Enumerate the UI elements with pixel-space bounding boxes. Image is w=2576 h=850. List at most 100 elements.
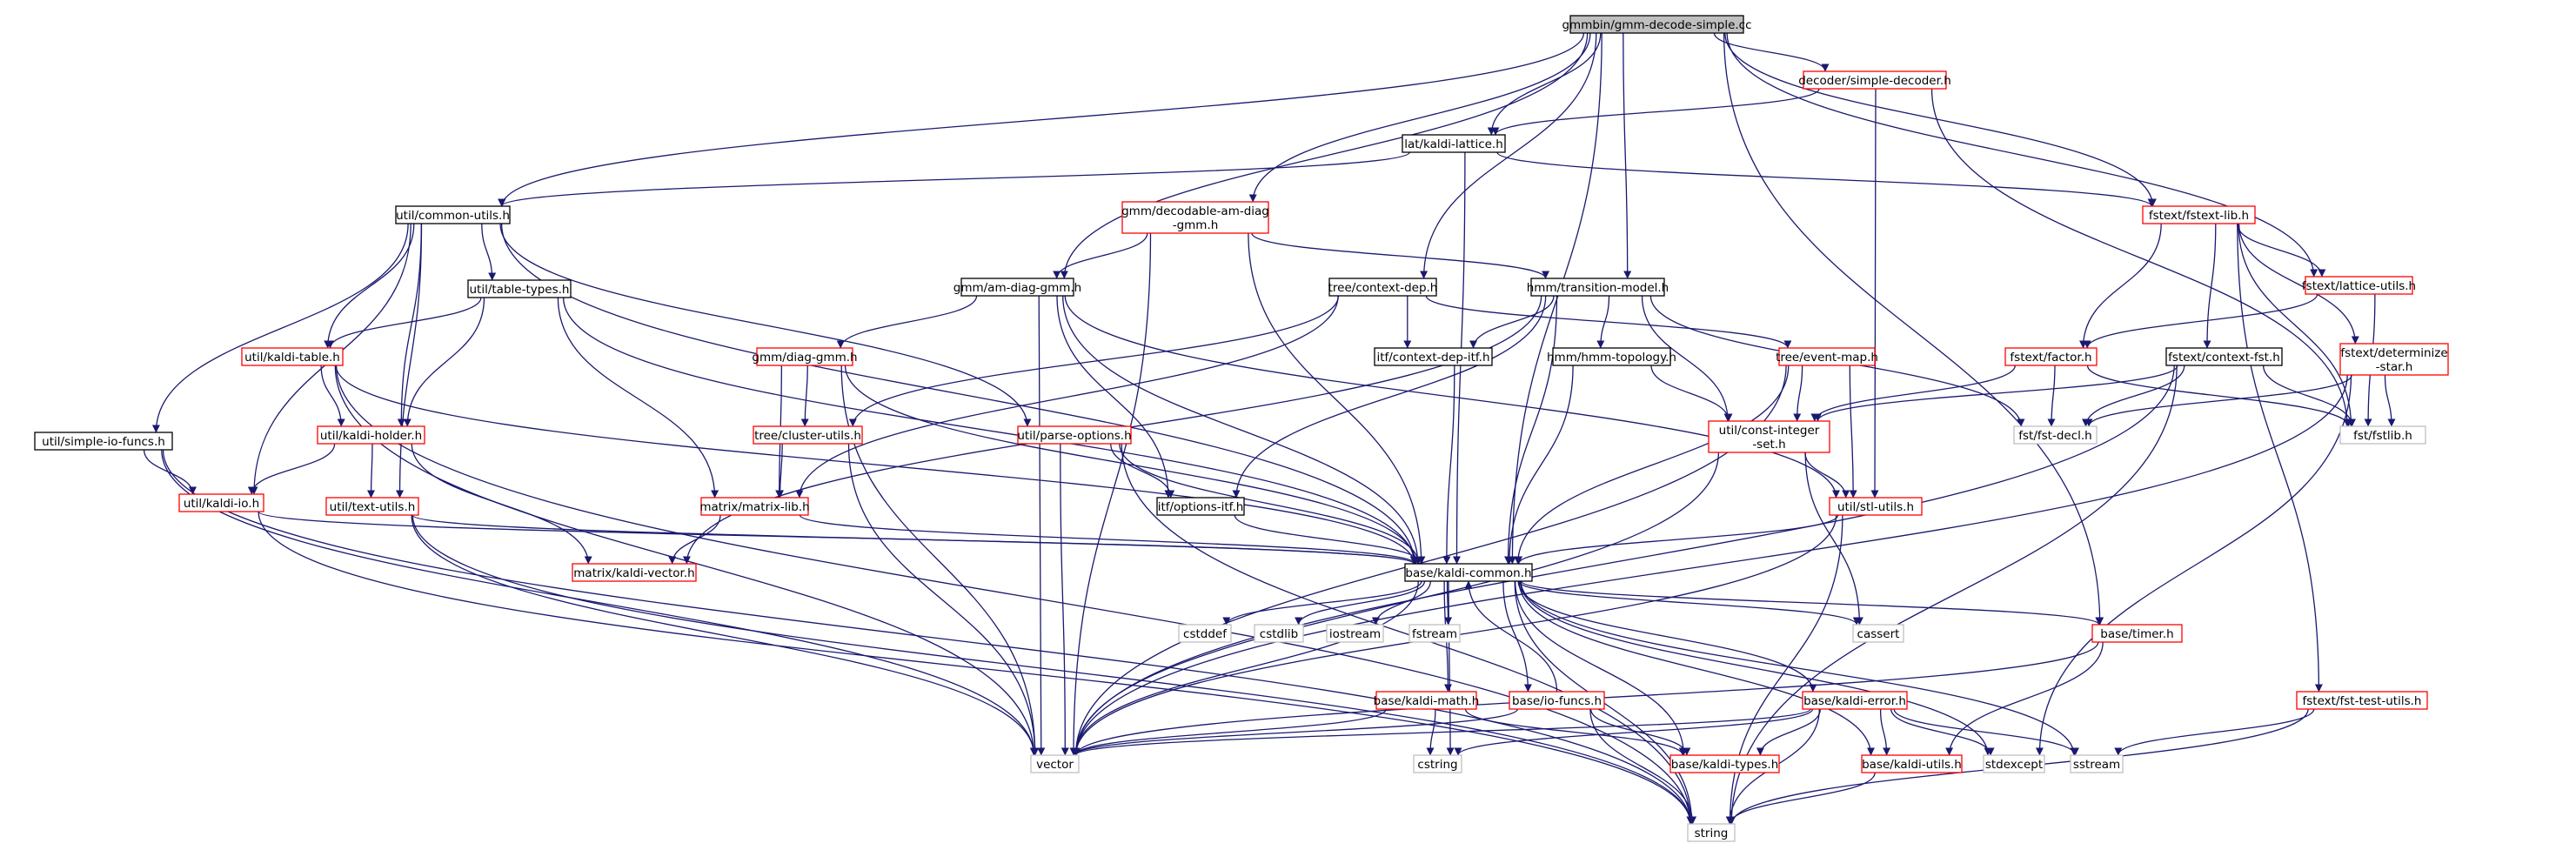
node-box-kaldiutils xyxy=(1861,754,1963,773)
node-simpledec[interactable]: decoder/simple-decoder.h xyxy=(1798,70,1951,90)
edge-amdiag-to-kaldicommon xyxy=(1062,295,1422,565)
node-box-cassert xyxy=(1852,624,1904,643)
node-box-simpleio xyxy=(34,432,173,451)
edge-diaggmm-to-vector xyxy=(840,365,1040,756)
node-eventmap[interactable]: tree/event-map.h xyxy=(1776,347,1878,366)
node-fstdecl: fst/fst-decl.h xyxy=(2013,425,2098,445)
node-label-factor: fstext/factor.h xyxy=(2010,351,2091,365)
node-label-lattice: lat/kaldi-lattice.h xyxy=(1404,137,1503,151)
node-label-fstlib: fst/fstlib.h xyxy=(2353,429,2412,443)
node-commonutils[interactable]: util/common-utils.h xyxy=(395,205,511,224)
edge-kaldiholder-to-kaldivector xyxy=(411,443,592,565)
edge-diaggmm-to-kaldicommon xyxy=(844,365,1420,565)
node-label-ctxdep: tree/context-dep.h xyxy=(1328,281,1438,295)
node-box-kaldiio xyxy=(178,493,264,512)
node-transmodel[interactable]: hmm/transition-model.h xyxy=(1527,278,1669,297)
node-sstream: sstream xyxy=(2070,754,2124,773)
node-label-cstdlib: cstdlib xyxy=(1260,627,1298,641)
node-lattice[interactable]: lat/kaldi-lattice.h xyxy=(1402,134,1506,153)
node-box-clusterutils xyxy=(753,425,863,445)
edge-kalditable-to-kaldiholder xyxy=(320,365,345,427)
node-label-kaldicommon: base/kaldi-common.h xyxy=(1405,566,1531,580)
edge-simpledec-to-lattice xyxy=(1491,88,1820,136)
edge-root-to-commonutils xyxy=(498,32,1585,207)
node-determinize[interactable]: fstext/determinize-star.h xyxy=(2339,343,2449,376)
node-box-constint xyxy=(1708,420,1830,453)
node-ctxfst[interactable]: fstext/context-fst.h xyxy=(2165,347,2283,366)
node-kaldicommon[interactable]: base/kaldi-common.h xyxy=(1404,563,1533,582)
node-fstextlib[interactable]: fstext/fstext-lib.h xyxy=(2142,205,2256,224)
node-amdiag[interactable]: gmm/am-diag-gmm.h xyxy=(953,278,1081,297)
node-box-stlutils xyxy=(1829,497,1923,516)
node-tabletypes[interactable]: util/table-types.h xyxy=(467,279,572,298)
node-hmmtopo[interactable]: hmm/hmm-topology.h xyxy=(1547,347,1676,366)
node-box-cstddef xyxy=(1178,624,1232,643)
node-decodable[interactable]: gmm/decodable-am-diag-gmm.h xyxy=(1121,201,1269,234)
node-box-optionsitf xyxy=(1156,497,1245,516)
node-box-determinize xyxy=(2339,343,2449,376)
node-stlutils[interactable]: util/stl-utils.h xyxy=(1829,497,1923,516)
node-matrixlib[interactable]: matrix/matrix-lib.h xyxy=(699,497,810,516)
edge-kaldicommon-to-stdexcept xyxy=(1519,580,1992,756)
node-iostream: iostream xyxy=(1326,624,1384,643)
node-fsttestutils[interactable]: fstext/fst-test-utils.h xyxy=(2296,691,2428,710)
edge-kaldicommon-to-kalditypes xyxy=(1515,580,1688,756)
node-ctxdep[interactable]: tree/context-dep.h xyxy=(1328,278,1438,297)
edge-constint-to-vector xyxy=(1072,452,1720,756)
node-box-timer xyxy=(2091,624,2183,643)
node-kaldiutils[interactable]: base/kaldi-utils.h xyxy=(1861,754,1963,773)
edge-parseopts-to-optionsitf xyxy=(1110,443,1175,499)
node-box-factor xyxy=(2004,347,2098,366)
node-kaldiio[interactable]: util/kaldi-io.h xyxy=(178,493,264,512)
node-latutils[interactable]: fstext/lattice-utils.h xyxy=(2302,276,2416,295)
node-label-hmmtopo: hmm/hmm-topology.h xyxy=(1547,351,1676,365)
edge-kaldicommon-to-vector xyxy=(1071,580,1419,756)
node-label-textutils: util/text-utils.h xyxy=(330,500,416,514)
node-kalditypes[interactable]: base/kaldi-types.h xyxy=(1669,754,1780,773)
edge-ctxdepitf-to-kaldicommon xyxy=(1442,365,1455,565)
node-box-kaldicommon xyxy=(1404,563,1533,582)
node-diaggmm[interactable]: gmm/diag-gmm.h xyxy=(752,347,858,366)
node-kaldiholder[interactable]: util/kaldi-holder.h xyxy=(317,425,425,445)
edge-kaldiholder-to-kaldiio xyxy=(247,443,336,495)
node-optionsitf[interactable]: itf/options-itf.h xyxy=(1156,497,1245,516)
edge-parseopts-to-vector xyxy=(1060,443,1069,756)
edge-root-to-fstextlib xyxy=(1724,32,2157,207)
node-box-diaggmm xyxy=(756,347,853,366)
node-factor[interactable]: fstext/factor.h xyxy=(2004,347,2098,366)
edge-diaggmm-to-clusterutils xyxy=(800,365,809,427)
node-clusterutils[interactable]: tree/cluster-utils.h xyxy=(753,425,863,445)
edge-kaldierror-to-sstream xyxy=(1893,708,2079,756)
edge-decodable-to-kaldicommon xyxy=(1248,232,1426,565)
edge-eventmap-to-constint xyxy=(1793,365,1803,422)
node-kaldivector[interactable]: matrix/kaldi-vector.h xyxy=(572,563,697,582)
node-constint[interactable]: util/const-integer-set.h xyxy=(1708,420,1830,453)
edge-commonutils-to-simpleio xyxy=(151,223,409,433)
node-iofuncs[interactable]: base/io-funcs.h xyxy=(1509,691,1605,710)
edge-fstextlib-to-latutils xyxy=(2236,223,2326,278)
edge-kaldicommon-to-timer xyxy=(1520,580,2104,626)
node-box-decodable xyxy=(1121,201,1269,234)
node-parseopts[interactable]: util/parse-options.h xyxy=(1017,425,1132,445)
node-cstddef: cstddef xyxy=(1178,624,1232,643)
edge-ctxfst-to-constint xyxy=(1814,365,2178,422)
edge-root-to-transmodel xyxy=(1623,32,1632,279)
node-label-amdiag: gmm/am-diag-gmm.h xyxy=(953,281,1081,295)
node-box-vector xyxy=(1030,754,1080,773)
node-kaldierror[interactable]: base/kaldi-error.h xyxy=(1802,691,1908,710)
node-box-hmmtopo xyxy=(1552,347,1671,366)
edge-commonutils-to-parseopts xyxy=(499,223,1032,427)
node-simpleio[interactable]: util/simple-io-funcs.h xyxy=(34,432,173,451)
node-kaldimath[interactable]: base/kaldi-math.h xyxy=(1374,691,1480,710)
node-textutils[interactable]: util/text-utils.h xyxy=(325,497,419,516)
node-label-diaggmm: gmm/diag-gmm.h xyxy=(752,351,857,365)
edge-fstextlib-to-determinize xyxy=(2238,223,2359,345)
node-timer[interactable]: base/timer.h xyxy=(2091,624,2183,643)
node-kalditable[interactable]: util/kaldi-table.h xyxy=(241,347,344,366)
edge-kalditable-to-vector xyxy=(334,365,1038,756)
edge-iofuncs-to-kaldicommon xyxy=(1464,580,1558,693)
edge-kaldicommon-to-iostream xyxy=(1371,580,1431,626)
edge-stlutils-to-string xyxy=(1726,514,1843,825)
node-label-tabletypes: util/table-types.h xyxy=(469,283,569,297)
node-ctxdepitf[interactable]: itf/context-dep-itf.h xyxy=(1374,347,1493,366)
